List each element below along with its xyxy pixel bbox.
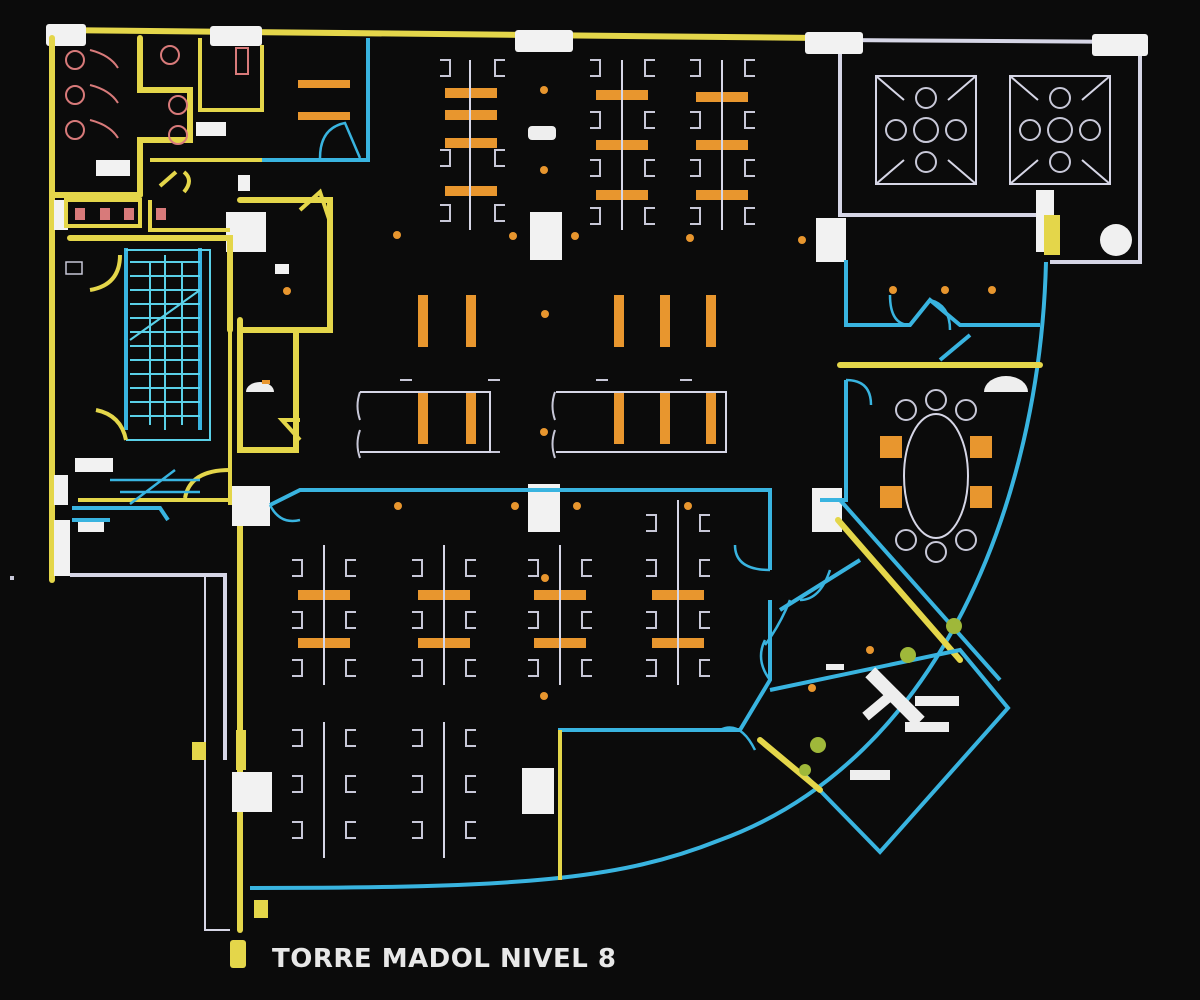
title-marker	[230, 940, 246, 968]
open-office-bottom	[268, 488, 772, 880]
boardroom	[820, 260, 1043, 682]
dots-top	[393, 86, 806, 510]
office-top-left	[262, 38, 370, 162]
workstation-middle	[356, 295, 727, 459]
structural-columns	[46, 24, 1148, 814]
restrooms	[49, 35, 264, 232]
open-office-top	[356, 59, 806, 510]
executive-offices	[875, 75, 1132, 256]
break-room	[757, 558, 1011, 855]
outer-walls	[49, 27, 1142, 933]
chairs-top	[440, 59, 755, 230]
stair-icon	[129, 255, 201, 430]
yellow-markers	[10, 215, 1060, 918]
meeting-booths	[237, 188, 333, 453]
chairs-bottom	[292, 500, 710, 685]
plant-icon	[900, 647, 916, 663]
workstation-cluster	[445, 88, 748, 200]
workstation-bottom	[298, 574, 704, 700]
stairwell	[65, 235, 233, 532]
plan-title: TORRE MADOL NIVEL 8	[272, 944, 617, 974]
chairs-lower-left	[292, 722, 476, 858]
